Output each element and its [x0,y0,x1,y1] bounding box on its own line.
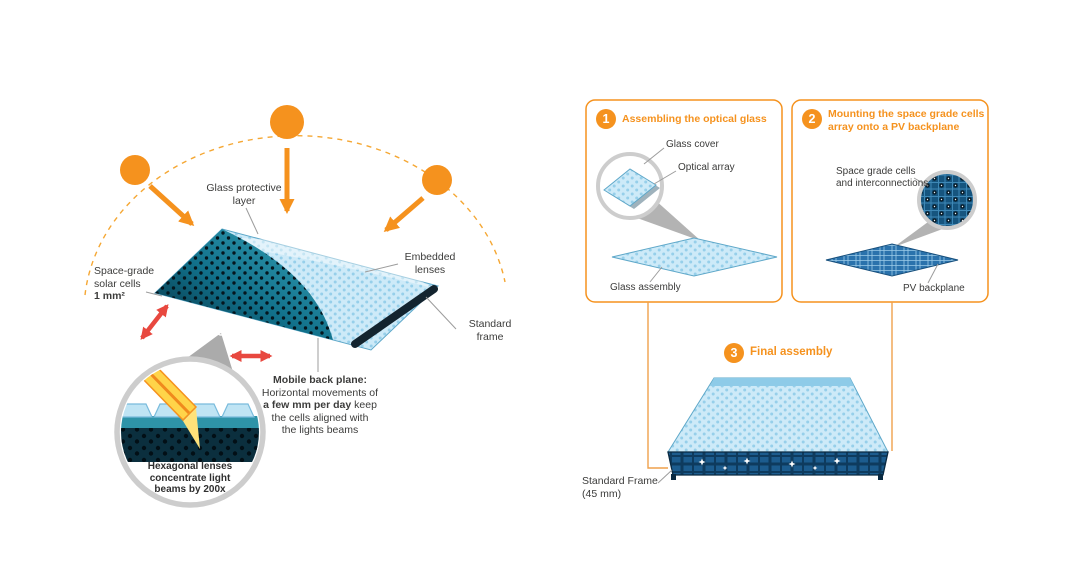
final-panel-top [667,377,889,453]
solar-panel-illustration [154,228,439,351]
sun-icon [422,165,452,195]
step3-badge: 3 [724,343,744,363]
glass-assembly-panel [611,237,778,277]
step2-box [791,99,989,303]
pv-backplane-panel [825,243,959,277]
movement-arrows [140,304,273,363]
label-embedded-lenses: Embedded lenses [404,251,456,276]
label-glass-cover: Glass cover [666,139,719,150]
label-glass-protective-layer: Glass protective layer [206,182,282,207]
label-optical-array: Optical array [678,162,735,173]
final-assembly-illustration [657,377,889,484]
step1-title: Assembling the optical glass [622,113,767,125]
label-cell-size: 1 mm² [94,290,125,302]
frame-edge [351,285,438,348]
step2-title: Mounting the space grade cells array ont… [828,108,985,133]
label-mobile-backplane: Mobile back plane: Horizontal movements … [261,374,379,436]
step2-badge: 2 [802,109,822,129]
sun-icon [270,105,304,139]
final-panel-frame [667,451,889,476]
label-glass-assembly: Glass assembly [610,282,681,293]
label-standard-frame: Standard frame [468,318,512,343]
optical-glass-illustration [596,147,778,283]
sun-icon [120,155,150,185]
pv-backplane-illustration [825,170,977,284]
label-space-grade-cells: Space-grade solar cells 1 mm² [94,265,155,302]
step3-title: Final assembly [750,346,833,358]
sunlight-arrows [148,148,425,232]
focused-beam [183,408,200,449]
label-standard-frame-45mm: Standard Frame (45 mm) [582,475,658,500]
step-connectors [647,302,893,469]
sun-icons [120,105,452,195]
label-space-grade-cells-interconnections: Space grade cells and interconnections [836,166,929,189]
label-magnifier-caption: Hexagonal lenses concentrate light beams… [147,461,233,495]
zoom-origin-ring [216,326,226,336]
cells-magnifier [917,170,977,230]
label-pv-backplane: PV backplane [903,283,965,294]
lens-magnifier [114,356,266,508]
left-leader-lines [145,207,457,372]
step1-badge: 1 [596,109,616,129]
